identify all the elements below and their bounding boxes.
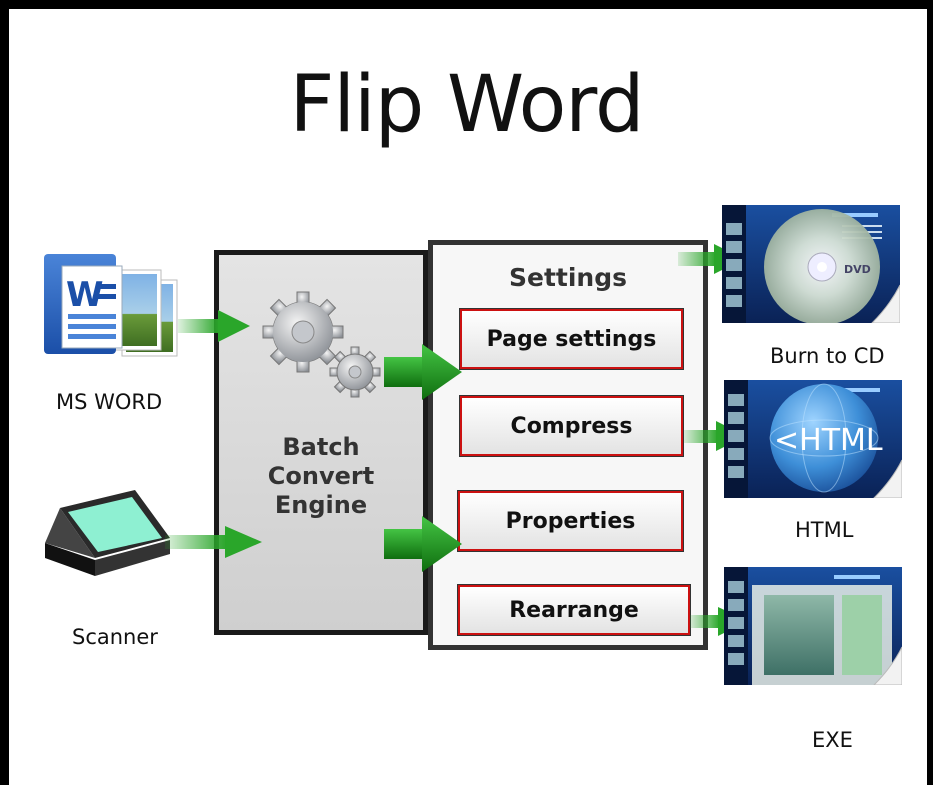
page-settings-button[interactable]: Page settings (459, 308, 684, 370)
scanner-label: Scanner (72, 625, 158, 649)
properties-button[interactable]: Properties (457, 490, 684, 552)
burn-to-cd-label: Burn to CD (770, 344, 885, 368)
exe-label: EXE (812, 728, 853, 752)
engine-label-line3: Engine (274, 491, 368, 519)
rearrange-button[interactable]: Rearrange (457, 584, 691, 636)
exe-output-thumbnail (724, 567, 902, 685)
arrow-engine-to-page-settings (384, 344, 462, 400)
arrow-engine-to-properties (384, 516, 462, 572)
ms-word-icon: W (44, 254, 178, 357)
dvd-text: DVD (844, 263, 871, 276)
arrow-scanner-to-engine (165, 526, 262, 558)
html-globe-text: <HTML (774, 423, 883, 458)
cd-output-thumbnail: DVD (722, 205, 900, 323)
html-label: HTML (795, 518, 854, 542)
html-globe-icon (770, 384, 878, 492)
engine-label-line2: Convert (267, 462, 375, 490)
settings-title: Settings (508, 263, 627, 292)
gears-icon (262, 291, 381, 398)
scanner-icon (45, 490, 170, 576)
arrow-word-to-engine (178, 310, 250, 342)
engine-label: Batch Convert Engine (219, 433, 423, 520)
ms-word-label: MS WORD (56, 390, 163, 414)
page-title: Flip Word (289, 60, 645, 150)
engine-label-line1: Batch (282, 433, 360, 461)
html-output-thumbnail: <HTML (724, 380, 902, 498)
compress-button[interactable]: Compress (459, 395, 684, 457)
